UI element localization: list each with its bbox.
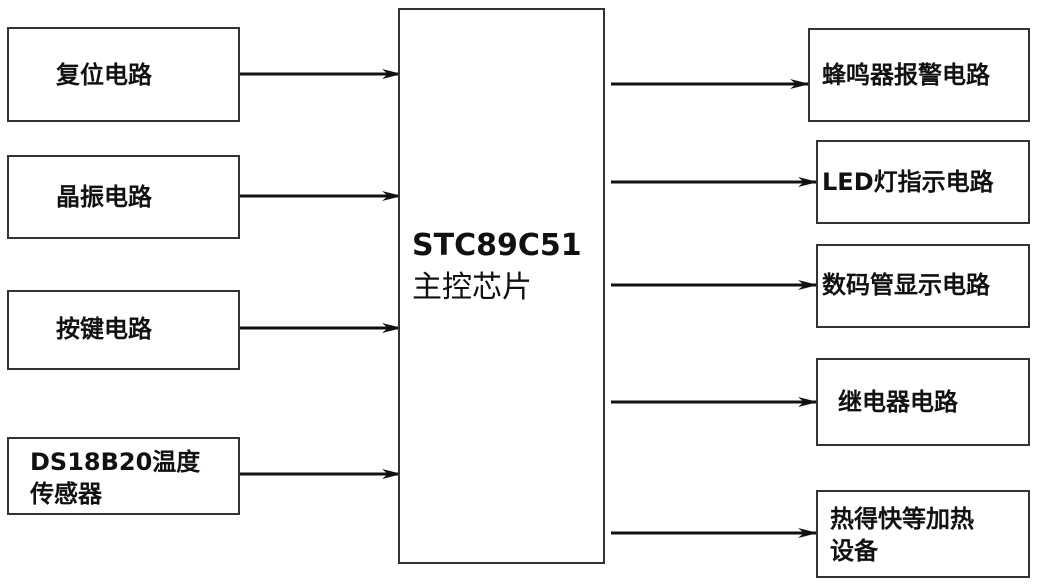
led-indicator-block bbox=[816, 140, 1030, 224]
digital-tube-display-block bbox=[816, 244, 1030, 328]
temperature-sensor-label-line1: DS18B20温度 bbox=[30, 448, 201, 476]
reset-circuit-label: 复位电路 bbox=[56, 61, 152, 89]
buzzer-alarm-block bbox=[808, 28, 1030, 122]
led-indicator-label: LED灯指示电路 bbox=[822, 168, 994, 196]
temperature-sensor-label-line2: 传感器 bbox=[30, 480, 102, 508]
heater-device-block bbox=[816, 490, 1030, 578]
temperature-sensor-block bbox=[7, 437, 240, 515]
key-circuit-label: 按键电路 bbox=[56, 315, 152, 343]
reset-circuit-block bbox=[7, 27, 240, 122]
heater-device-label-line1: 热得快等加热 bbox=[830, 505, 974, 533]
crystal-circuit-block bbox=[7, 155, 240, 239]
mcu-subtitle: 主控芯片 bbox=[412, 270, 532, 305]
buzzer-alarm-label: 蜂鸣器报警电路 bbox=[822, 61, 990, 89]
heater-device-label-line2: 设备 bbox=[830, 537, 878, 565]
digital-tube-display-label: 数码管显示电路 bbox=[822, 271, 990, 299]
relay-circuit-label: 继电器电路 bbox=[838, 388, 958, 416]
relay-circuit-block bbox=[816, 358, 1030, 446]
mcu-title: STC89C51 bbox=[412, 228, 582, 263]
crystal-circuit-label: 晶振电路 bbox=[56, 183, 152, 211]
mcu-block bbox=[398, 8, 605, 564]
key-circuit-block bbox=[7, 290, 240, 370]
